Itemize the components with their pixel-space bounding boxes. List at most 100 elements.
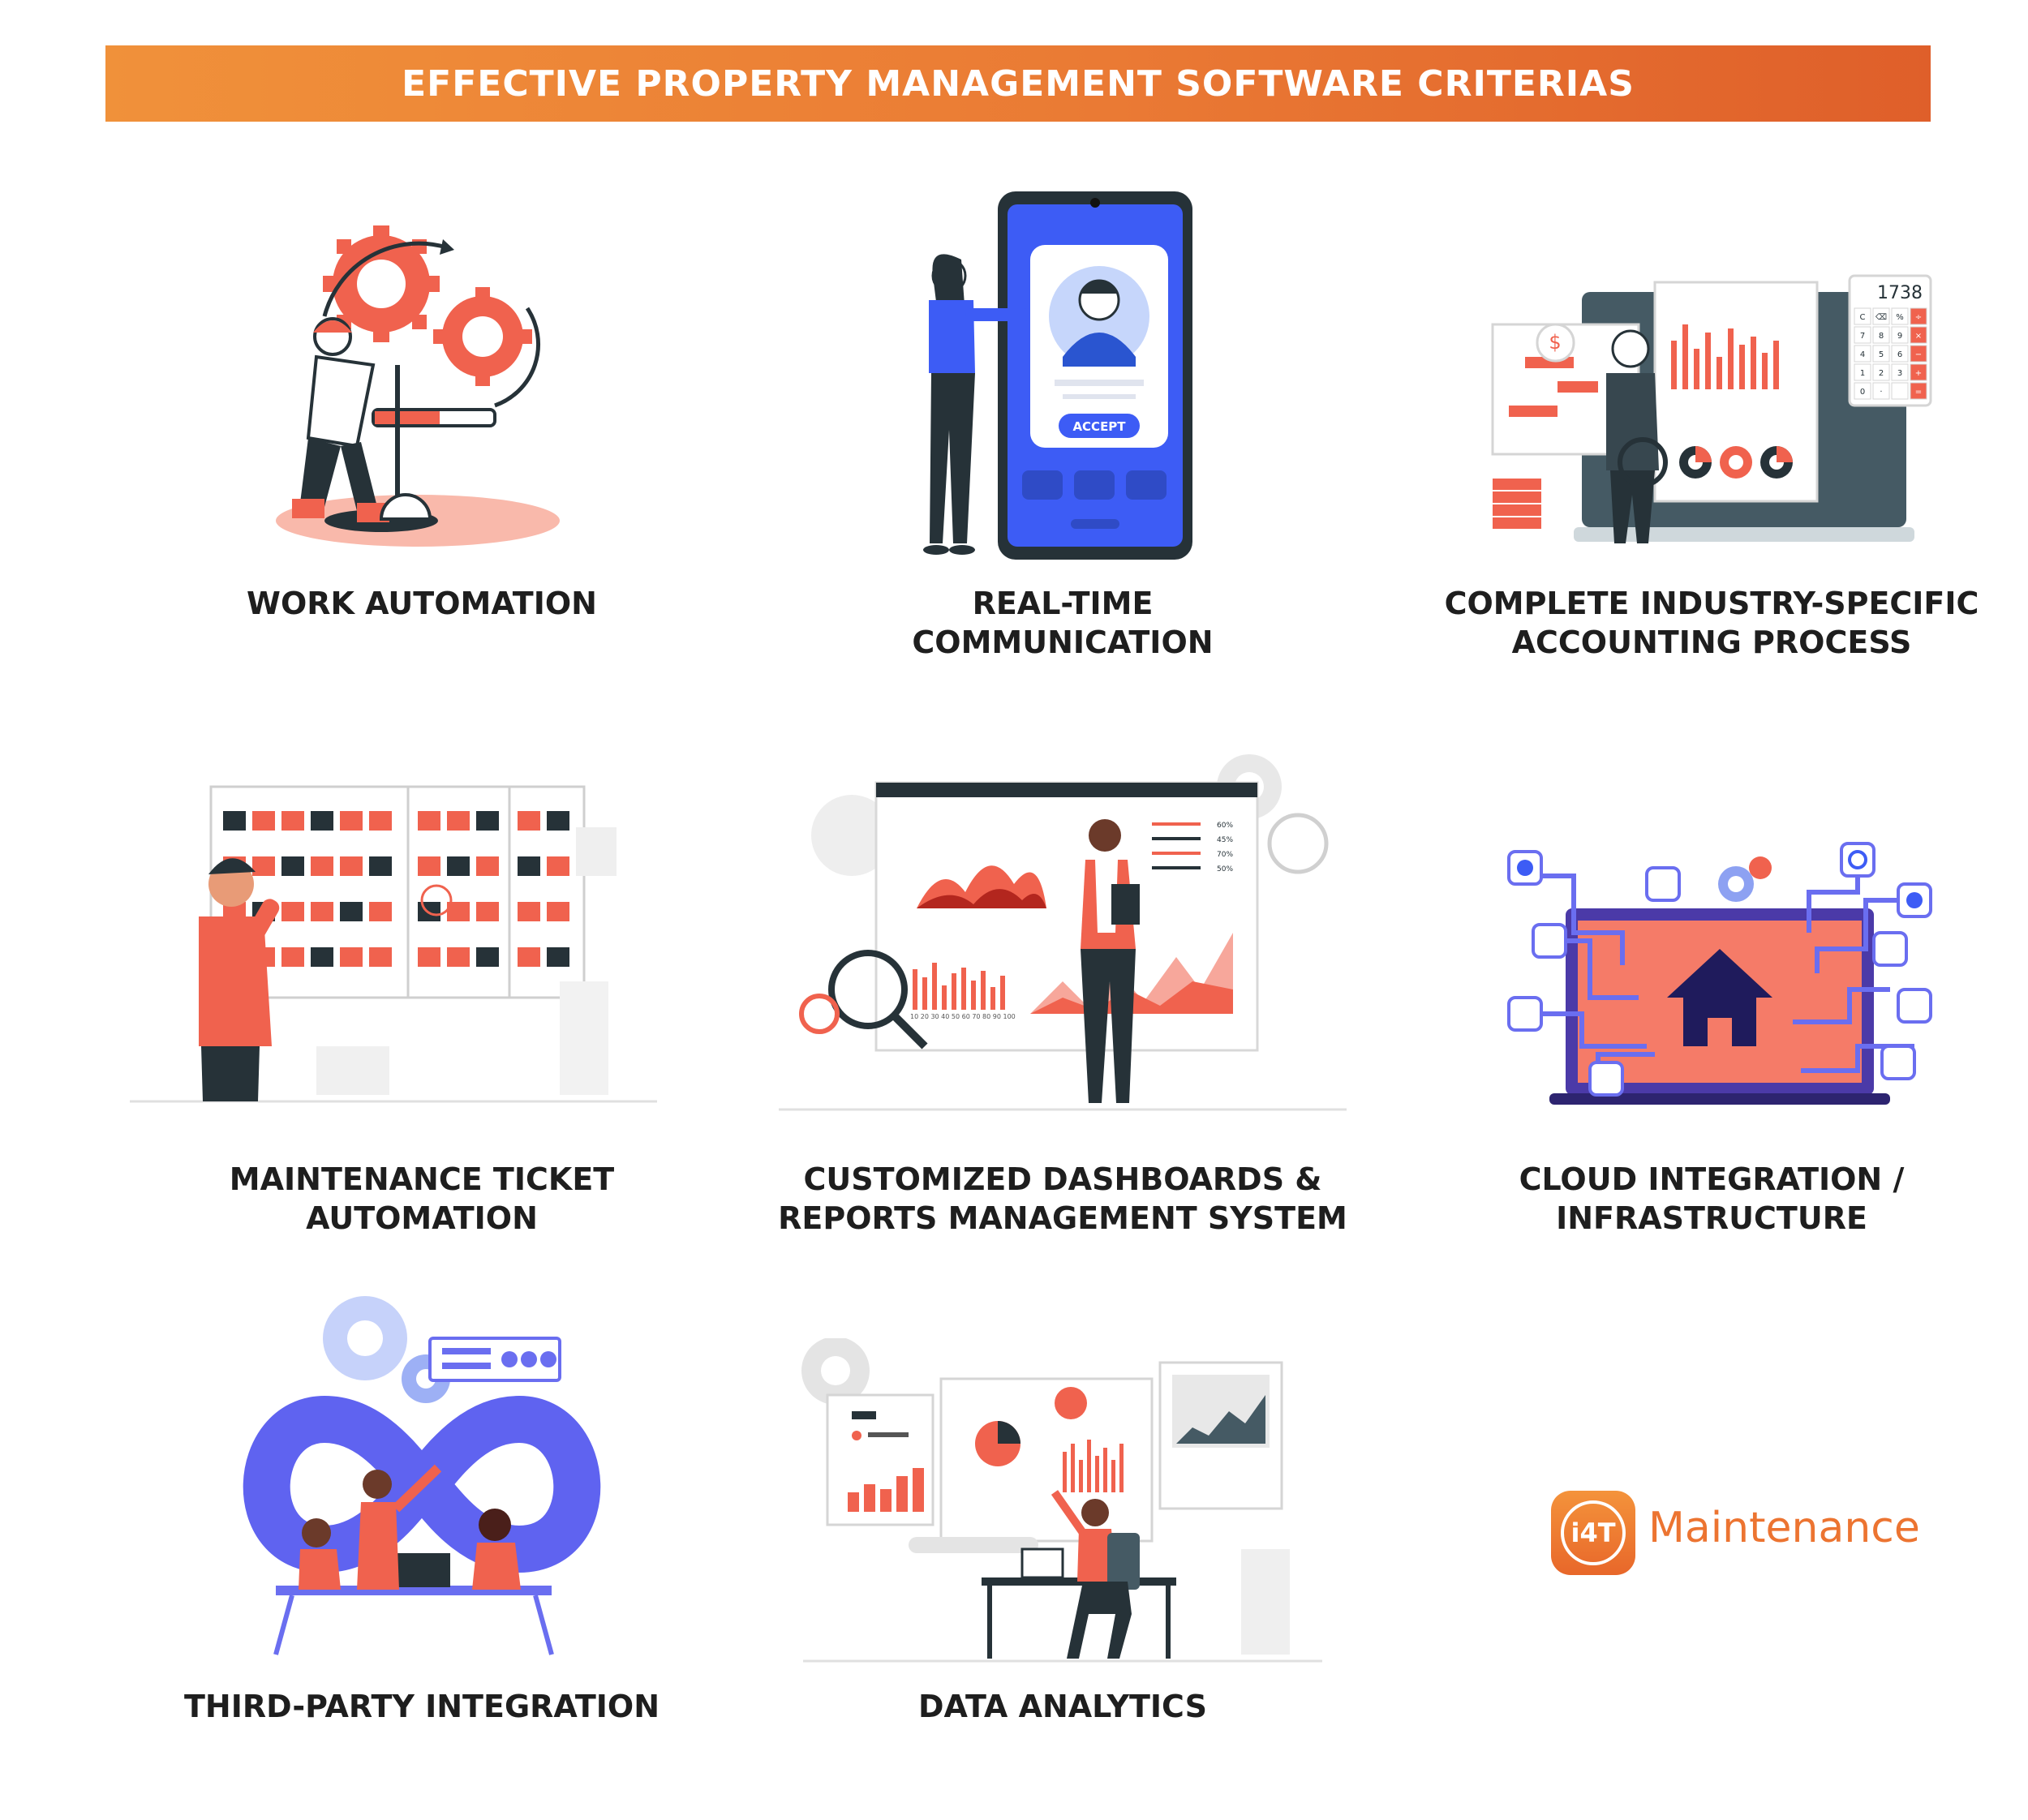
calculator-key [1891, 326, 1909, 344]
sticky-note [476, 856, 499, 876]
cloud-house-icon [1507, 842, 1932, 1105]
calculator-key [1891, 363, 1909, 381]
percent-bar [1152, 852, 1201, 855]
sticky-note [547, 856, 569, 876]
percent-label: 60% [1217, 822, 1233, 830]
percent-bar [1152, 822, 1201, 826]
sticky-note [340, 947, 363, 967]
calculator-key-label: · [1880, 388, 1882, 397]
percent-bar [1152, 866, 1201, 869]
ticket-board-icon [130, 785, 657, 1103]
sticky-note [340, 856, 363, 876]
calculator-key [1854, 382, 1871, 400]
criteria-title-data-analytics: DATA ANALYTICS [917, 1689, 1208, 1724]
calculator-key-label: = [1915, 388, 1922, 397]
criteria-card-work-automation [260, 203, 584, 552]
criteria-title-third-party-integration: THIRD-PARTY INTEGRATION [183, 1689, 660, 1724]
infinity-team-icon [243, 1296, 601, 1655]
criteria-card-dashboards: 10 20 30 40 50 60 70 80 90 100 60%45%70%… [779, 746, 1347, 1119]
criteria-title-real-time-communication: REAL-TIME COMMUNICATION [912, 586, 1214, 660]
calculator-key [1854, 307, 1871, 325]
sticky-note [281, 902, 304, 921]
calculator-key [1910, 382, 1927, 400]
logo-wordmark: Maintenance [1648, 1504, 1920, 1552]
calculator-key [1872, 307, 1890, 325]
sticky-note [281, 856, 304, 876]
sticky-note [547, 947, 569, 967]
calculator-key [1854, 345, 1871, 363]
sticky-note [281, 947, 304, 967]
logo-badge-icon: i4T [1551, 1491, 1635, 1575]
sticky-note [340, 811, 363, 831]
criteria-card-data-analytics [787, 1338, 1338, 1663]
criteria-title-cloud-integration: CLOUD INTEGRATION / INFRASTRUCTURE [1519, 1161, 1905, 1236]
sticky-note [518, 811, 540, 831]
sticky-note [223, 811, 246, 831]
dashboard-bar [990, 987, 995, 1010]
dashboard-icon: 10 20 30 40 50 60 70 80 90 100 60%45%70%… [779, 754, 1347, 1111]
sticky-note [252, 856, 275, 876]
dashboard-bar [971, 981, 976, 1010]
percent-bar [1152, 837, 1201, 840]
calculator-key-label: 3 [1897, 369, 1902, 378]
calculator-key [1910, 345, 1927, 363]
calculator-key-label: 9 [1897, 332, 1902, 341]
sticky-note [547, 811, 569, 831]
sticky-note [311, 902, 333, 921]
sticky-note [418, 811, 440, 831]
sticky-note [369, 947, 392, 967]
dashboard-bar [1000, 976, 1005, 1010]
sticky-note [281, 811, 304, 831]
calculator-key-label: × [1915, 332, 1922, 341]
analytics-icon [801, 1338, 1322, 1663]
calculator-key-label: 4 [1860, 350, 1865, 359]
criteria-card-third-party-integration [227, 1290, 617, 1663]
percent-label: 70% [1217, 851, 1233, 859]
calculator-key-label: 5 [1879, 350, 1884, 359]
dashboard-bar [932, 963, 937, 1010]
logo-badge-text: i4T [1561, 1500, 1626, 1565]
i4t-maintenance-logo: i4T Maintenance [1551, 1487, 1920, 1577]
sticky-note [518, 902, 540, 921]
sticky-note [518, 856, 540, 876]
calculator-key-label: ⌫ [1875, 313, 1887, 322]
dashboard-bar [981, 971, 986, 1010]
sticky-note [369, 811, 392, 831]
sticky-note [547, 902, 569, 921]
calculator-key-label: 2 [1879, 369, 1884, 378]
sticky-note [518, 947, 540, 967]
calculator-key [1891, 307, 1909, 325]
calculator-key [1910, 307, 1927, 325]
calculator-key [1910, 363, 1927, 381]
calculator-key [1910, 326, 1927, 344]
criteria-title-maintenance-ticket: MAINTENANCE TICKET AUTOMATION [229, 1161, 615, 1236]
sticky-note [252, 811, 275, 831]
percent-label: 45% [1217, 836, 1233, 844]
calculator-key-label: 7 [1860, 332, 1865, 341]
page-title: EFFECTIVE PROPERTY MANAGEMENT SOFTWARE C… [402, 62, 1635, 105]
sticky-note [476, 811, 499, 831]
dashboard-bar [942, 985, 947, 1010]
calculator-key-label: 6 [1897, 350, 1902, 359]
criteria-card-real-time-communication: ACCEPT [917, 187, 1209, 568]
sticky-note [447, 811, 470, 831]
calculator-key [1854, 326, 1871, 344]
dashboard-bar [952, 973, 956, 1010]
calculator-key-label: ÷ [1915, 313, 1922, 322]
sticky-note [311, 811, 333, 831]
gears-worker-icon [276, 225, 560, 547]
percent-label: 50% [1217, 865, 1233, 874]
svg-text:$: $ [1549, 331, 1561, 354]
calculator-key [1872, 326, 1890, 344]
criteria-title-accounting-process: COMPLETE INDUSTRY-SPECIFIC ACCOUNTING PR… [1444, 586, 1979, 660]
calculator-key-label: + [1915, 369, 1922, 378]
sticky-note [311, 947, 333, 967]
sticky-note [369, 902, 392, 921]
dashboard-percent-labels: 60% 45% 70% 50% [1152, 822, 1233, 874]
phone-chat-icon: ACCEPT [923, 191, 1192, 560]
sticky-note [476, 947, 499, 967]
criteria-card-maintenance-ticket [130, 779, 657, 1103]
sticky-note [311, 856, 333, 876]
sticky-note [369, 856, 392, 876]
